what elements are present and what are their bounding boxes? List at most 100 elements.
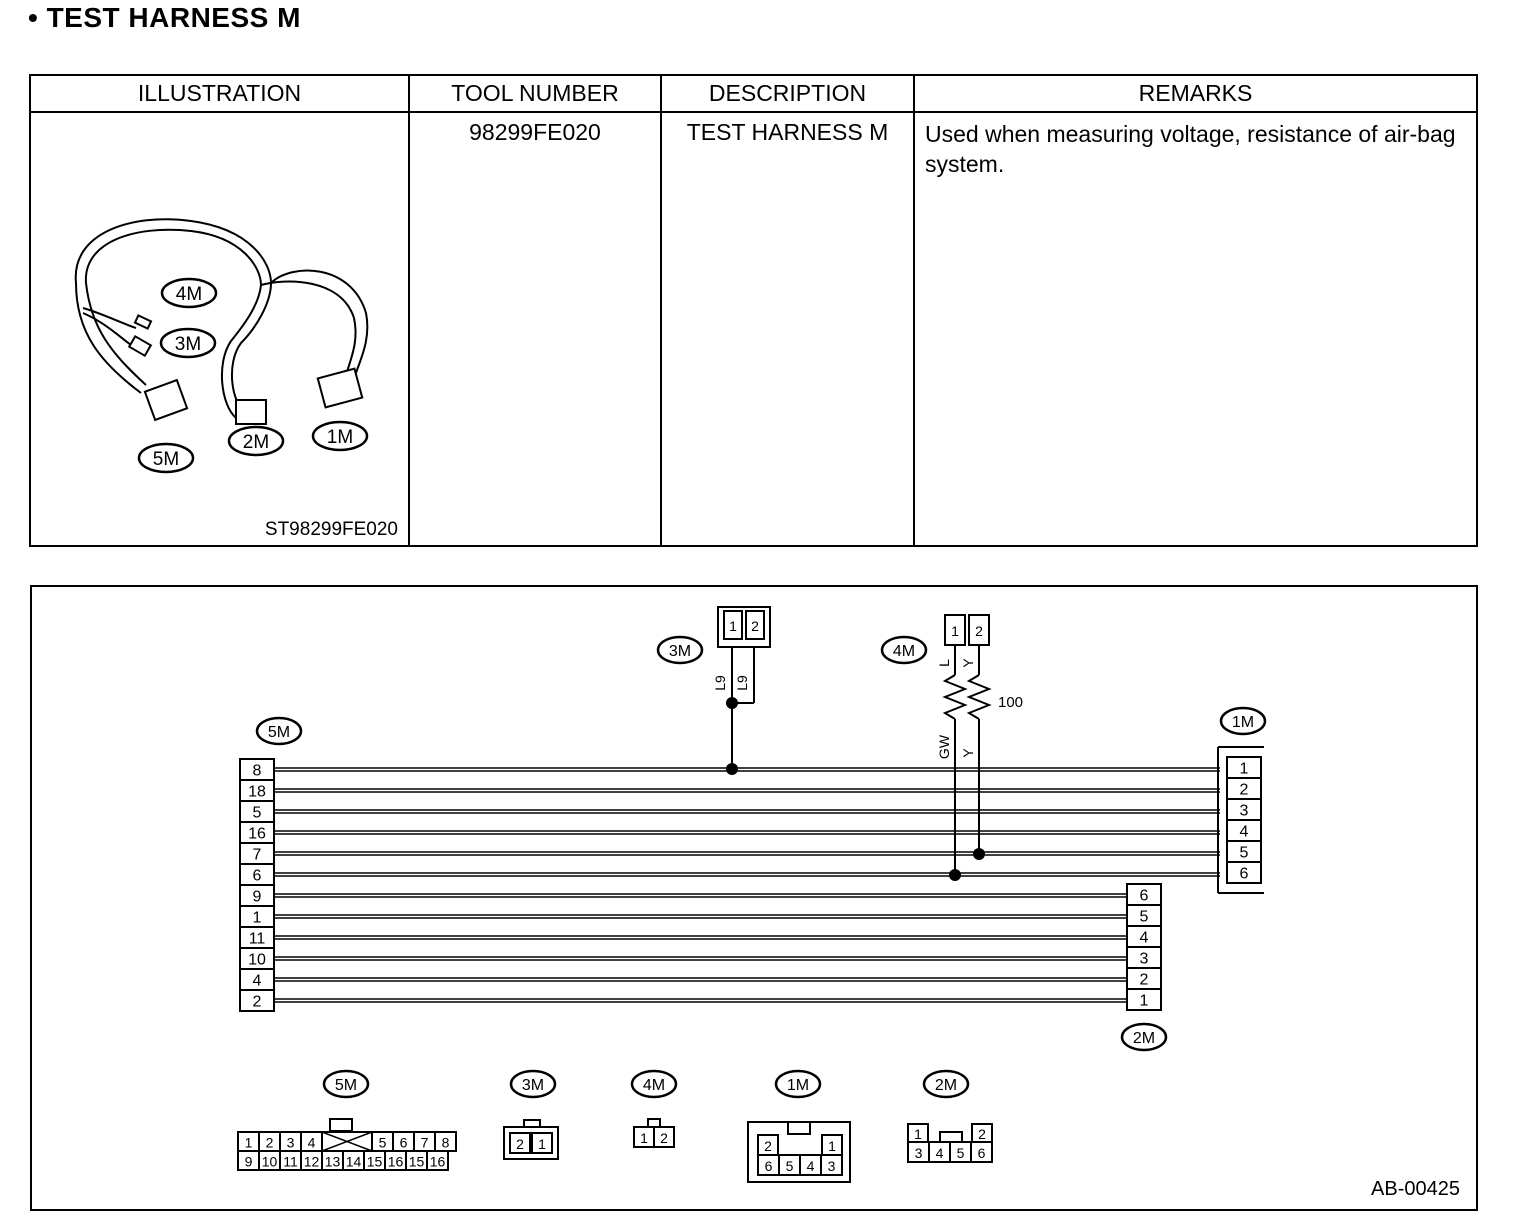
wire-color-4m-3: GW bbox=[936, 734, 952, 759]
face-5m-top-6-text: 7 bbox=[421, 1135, 429, 1151]
pin-5m-4-text: 7 bbox=[253, 847, 262, 864]
pin-1m-5-box bbox=[1226, 861, 1262, 884]
resistor-4m-2 bbox=[966, 674, 992, 720]
illustration-cell: 4M 3M 5M 2M 1M ST98299FE020 bbox=[29, 111, 410, 547]
pin-2m-5-text: 1 bbox=[1140, 993, 1149, 1010]
face-5m-bot-8-text: 15 bbox=[409, 1154, 425, 1170]
pin-3m-1-text: 1 bbox=[729, 618, 737, 634]
face-4m-pin-0-text: 1 bbox=[640, 1130, 648, 1146]
pin-5m-6-text: 9 bbox=[253, 889, 262, 906]
table-row: 4M 3M 5M 2M 1M ST98299FE020 98299FE020 T… bbox=[29, 111, 1478, 547]
face-1m-bot-1-text: 5 bbox=[786, 1158, 794, 1174]
face-5m-top-2-text: 3 bbox=[287, 1135, 295, 1151]
pin-3m-2-box bbox=[745, 610, 765, 640]
face-3m-pin-1-box bbox=[531, 1132, 553, 1154]
pin-5m-9-text: 10 bbox=[248, 952, 266, 969]
pin-5m-8-text: 11 bbox=[249, 931, 266, 948]
illustration-label-1m: 1M bbox=[327, 427, 353, 448]
page-title: • TEST HARNESS M bbox=[28, 2, 301, 33]
pin-4m-1-text: 1 bbox=[951, 623, 959, 639]
wire-color-3m-1: L9 bbox=[712, 675, 728, 691]
face-5m-bot-6-text: 15 bbox=[367, 1154, 383, 1170]
face-5m-bot-1-text: 10 bbox=[262, 1154, 278, 1170]
face-5m-bot-2-text: 11 bbox=[283, 1154, 298, 1170]
face-3m-oval bbox=[509, 1069, 557, 1099]
pin-2m-2-text: 4 bbox=[1140, 930, 1149, 947]
face-5m-bot-0-text: 9 bbox=[245, 1154, 253, 1170]
face-2m-oval bbox=[922, 1069, 970, 1099]
face-2m-bot-0-text: 3 bbox=[915, 1145, 923, 1161]
face-3m-pin-0-text: 2 bbox=[516, 1136, 524, 1152]
pin-5m-5-text: 6 bbox=[253, 868, 262, 885]
illustration-label-5m: 5M bbox=[153, 449, 179, 470]
face-5m-x2 bbox=[321, 1131, 373, 1152]
face-5m-top-5-text: 6 bbox=[400, 1135, 408, 1151]
pin-5m-3-text: 16 bbox=[248, 826, 266, 843]
face-5m-bot-9-text: 16 bbox=[430, 1154, 446, 1170]
face-5m-bot-4-text: 13 bbox=[325, 1154, 341, 1170]
pin-5m-11-text: 2 bbox=[253, 994, 262, 1011]
pin-1m-5-text: 6 bbox=[1240, 866, 1249, 883]
face-1m-bot-3-text: 3 bbox=[828, 1158, 836, 1174]
face-2m-top-1-text: 2 bbox=[978, 1126, 986, 1142]
connector-3m-oval bbox=[656, 635, 704, 665]
face-3m-pin-0-box bbox=[509, 1132, 531, 1154]
face-2m-bot-3-text: 6 bbox=[978, 1145, 986, 1161]
resistor-value: 100 bbox=[998, 694, 1023, 711]
remarks-cell: Used when measuring voltage, resistance … bbox=[913, 111, 1478, 547]
resistor-4m-1 bbox=[942, 674, 968, 720]
face-1m-oval bbox=[774, 1069, 822, 1099]
face-4m-key bbox=[647, 1118, 661, 1128]
face-5m-oval bbox=[322, 1069, 370, 1099]
header-description: DESCRIPTION bbox=[660, 73, 915, 114]
face-5m-bot-7-text: 16 bbox=[388, 1154, 404, 1170]
connector-1m-oval bbox=[1219, 706, 1267, 736]
junction-3m-bottom bbox=[726, 763, 738, 775]
pin-1m-4-text: 5 bbox=[1240, 845, 1249, 862]
face-3m-pin-1-text: 1 bbox=[538, 1136, 546, 1152]
face-5m-bot-3-text: 12 bbox=[304, 1154, 320, 1170]
face-5m-label: 5M bbox=[335, 1077, 357, 1094]
header-remarks: REMARKS bbox=[913, 73, 1478, 114]
connector-2m-label: 2M bbox=[1133, 1030, 1155, 1047]
face-5m-key bbox=[329, 1118, 353, 1132]
pin-5m-10-text: 4 bbox=[253, 973, 262, 990]
pin-2m-0-text: 6 bbox=[1140, 888, 1149, 905]
face-4m-oval bbox=[630, 1069, 678, 1099]
wire-color-4m-2: Y bbox=[960, 658, 976, 668]
face-5m-top-4-text: 5 bbox=[379, 1135, 387, 1151]
pin-2m-5-box bbox=[1126, 988, 1162, 1011]
face-1m-key bbox=[787, 1121, 811, 1135]
face-1m-bot-0-text: 6 bbox=[765, 1158, 773, 1174]
face-1m-top-0-text: 2 bbox=[764, 1138, 772, 1154]
pin-2m-1-text: 5 bbox=[1140, 909, 1149, 926]
face-4m-pin-1-text: 2 bbox=[660, 1130, 668, 1146]
face-1m-label: 1M bbox=[787, 1077, 809, 1094]
pin-5m-11-box bbox=[239, 989, 275, 1012]
face-5m-top-0-text: 1 bbox=[245, 1135, 253, 1151]
junction-3m-top bbox=[726, 697, 738, 709]
wire-color-4m-4: Y bbox=[960, 748, 976, 758]
face-2m-bot-1-text: 4 bbox=[936, 1145, 944, 1161]
header-illustration: ILLUSTRATION bbox=[29, 73, 410, 114]
pin-5m-0-text: 8 bbox=[253, 763, 262, 780]
illustration-label-2m: 2M bbox=[243, 432, 269, 453]
illustration-label-4m: 4M bbox=[176, 284, 202, 305]
wire-color-4m-1: L bbox=[936, 659, 952, 667]
pin-5m-7-text: 1 bbox=[253, 910, 262, 927]
tool-table: ILLUSTRATION TOOL NUMBER DESCRIPTION REM… bbox=[29, 73, 1478, 547]
pin-1m-2-text: 3 bbox=[1240, 803, 1249, 820]
connector-4m-oval bbox=[880, 635, 928, 665]
description-cell: TEST HARNESS M bbox=[660, 111, 915, 547]
illustration-label-3m: 3M bbox=[175, 334, 201, 355]
face-2m-key bbox=[939, 1131, 963, 1143]
connector-3m-label: 3M bbox=[669, 643, 691, 660]
face-1m-bot-3-box bbox=[820, 1154, 843, 1176]
connector-5m-label: 5M bbox=[268, 724, 290, 741]
diagram-ref: AB-00425 bbox=[1371, 1178, 1460, 1200]
face-5m-bot-5-text: 14 bbox=[346, 1154, 362, 1170]
pin-2m-4-text: 2 bbox=[1140, 972, 1149, 989]
connector-5m-oval bbox=[255, 716, 303, 746]
pin-5m-2-text: 5 bbox=[253, 805, 262, 822]
face-5m-top-1-text: 2 bbox=[266, 1135, 274, 1151]
